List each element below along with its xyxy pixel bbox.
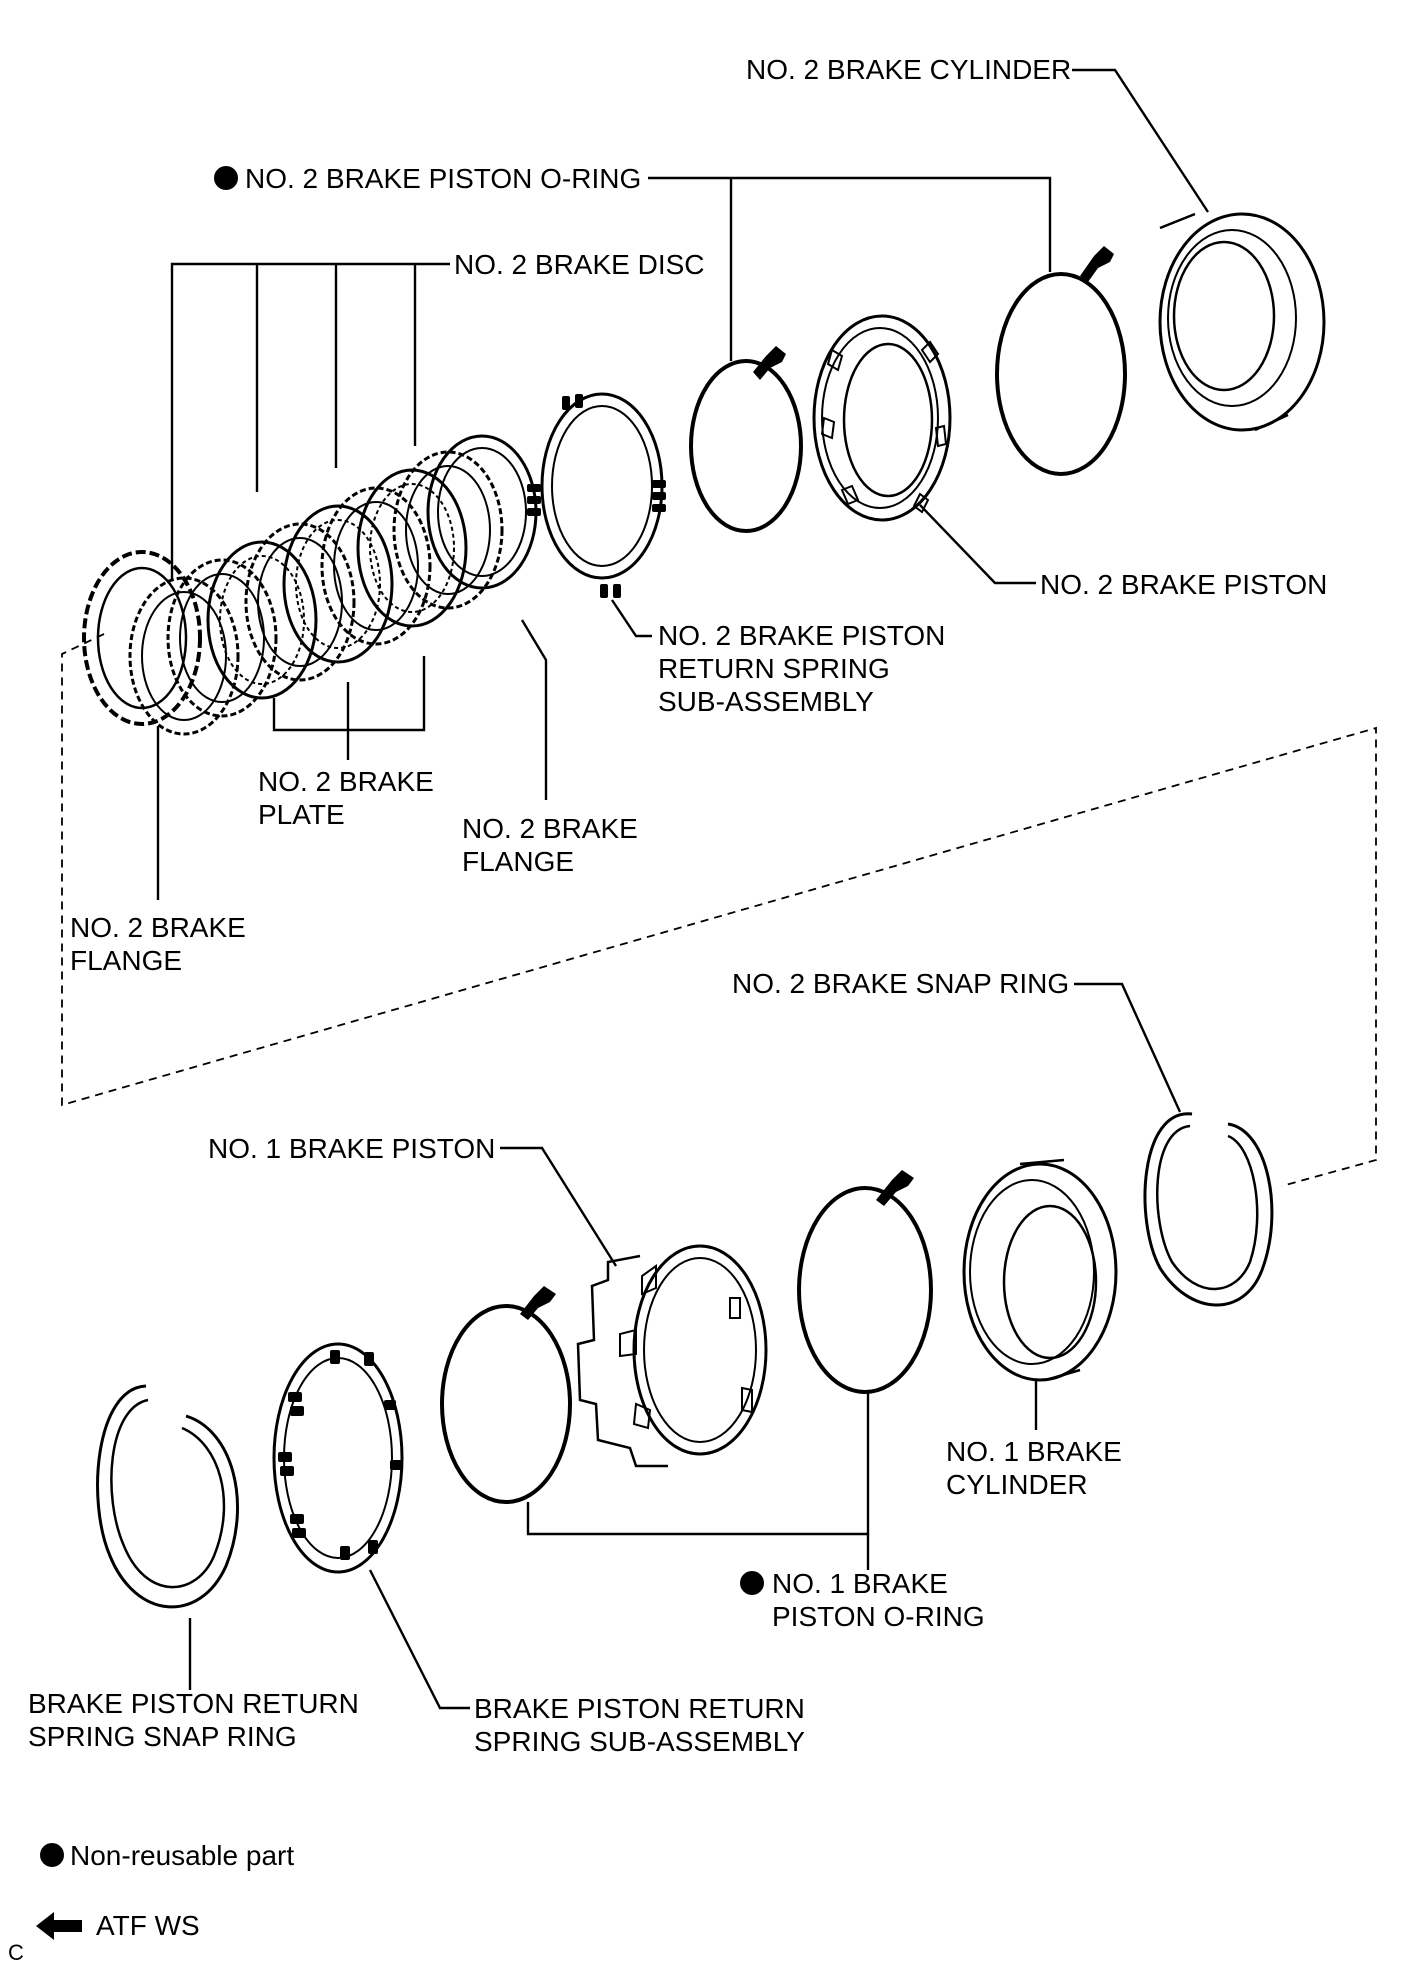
non-reusable-dot-icon	[214, 166, 238, 190]
no2-brake-disc-label-group: NO. 2 BRAKE DISC	[170, 249, 705, 580]
return-spring-snap-ring-label-line2: SPRING SNAP RING	[28, 1721, 297, 1752]
no2-brake-plate-label-group: NO. 2 BRAKE PLATE	[258, 656, 434, 830]
non-reusable-dot-icon	[40, 1843, 64, 1867]
no2-brake-disc	[128, 576, 240, 736]
legend: Non-reusable part ATF WS C	[8, 1840, 294, 1963]
no2-brake-cylinder-label-group: NO. 2 BRAKE CYLINDER	[746, 54, 1210, 213]
no1-brake-cylinder-label-line2: CYLINDER	[946, 1469, 1088, 1500]
no2-brake-plate-label-line1: NO. 2 BRAKE	[258, 766, 434, 797]
atf-arrow-icon	[520, 1286, 556, 1320]
no1-brake-piston-oring-large	[797, 1170, 933, 1394]
no1-brake-piston-label: NO. 1 BRAKE PISTON	[208, 1133, 495, 1164]
no2-brake-flange-left-label-group: NO. 2 BRAKE FLANGE	[70, 726, 246, 976]
no2-brake-piston-oring-small	[689, 346, 803, 533]
no2-brake-plate-label-line2: PLATE	[258, 799, 345, 830]
no1-brake-piston-oring-label-group: NO. 1 BRAKE PISTON O-RING	[526, 1390, 985, 1632]
return-spring-subassembly-label-line1: BRAKE PISTON RETURN	[474, 1693, 805, 1724]
no2-brake-plate	[206, 540, 318, 700]
no2-brake-flange-mid-label-line2: FLANGE	[462, 846, 574, 877]
no1-brake-piston-oring-label-line1: NO. 1 BRAKE	[772, 1568, 948, 1599]
no1-brake-cylinder-label-group: NO. 1 BRAKE CYLINDER	[946, 1380, 1122, 1500]
no2-return-spring-subassembly	[527, 392, 666, 598]
no2-brake-piston-label: NO. 2 BRAKE PISTON	[1040, 569, 1327, 600]
no2-return-spring-label-line1: NO. 2 BRAKE PISTON	[658, 620, 945, 651]
return-spring-subassembly	[272, 1342, 404, 1574]
no2-clutch-pack	[82, 434, 538, 736]
no2-brake-flange-left	[82, 550, 202, 726]
no1-brake-piston-oring-label-line2: PISTON O-RING	[772, 1601, 985, 1632]
no2-brake-snap-ring-label: NO. 2 BRAKE SNAP RING	[732, 968, 1069, 999]
atf-arrow-icon	[876, 1170, 914, 1206]
atf-arrow-icon	[36, 1912, 82, 1940]
no2-brake-cylinder	[1158, 212, 1326, 432]
no2-return-spring-label-line2: RETURN SPRING	[658, 653, 890, 684]
no2-brake-flange-right	[426, 434, 538, 590]
no2-return-spring-label-group: NO. 2 BRAKE PISTON RETURN SPRING SUB-ASS…	[611, 599, 945, 717]
no1-brake-cylinder	[962, 1158, 1118, 1382]
legend-non-reusable-label: Non-reusable part	[70, 1840, 294, 1871]
no2-brake-plate	[356, 468, 468, 628]
no1-brake-piston-oring-small	[440, 1286, 572, 1504]
no2-brake-flange-mid-label-line1: NO. 2 BRAKE	[462, 813, 638, 844]
no2-brake-cylinder-label: NO. 2 BRAKE CYLINDER	[746, 54, 1071, 85]
no2-brake-disc-label: NO. 2 BRAKE DISC	[454, 249, 705, 280]
no2-brake-flange-left-label-line1: NO. 2 BRAKE	[70, 912, 246, 943]
return-spring-snap-ring	[96, 1384, 239, 1609]
non-reusable-dot-icon	[740, 1571, 764, 1595]
no2-brake-piston-oring-large	[995, 246, 1127, 476]
no2-brake-flange-left-label-line2: FLANGE	[70, 945, 182, 976]
return-spring-subassembly-label-line2: SPRING SUB-ASSEMBLY	[474, 1726, 805, 1757]
no2-brake-disc	[244, 522, 356, 682]
no2-brake-snap-ring-label-group: NO. 2 BRAKE SNAP RING	[732, 968, 1182, 1113]
no1-brake-piston-label-group: NO. 1 BRAKE PISTON	[208, 1133, 618, 1267]
atf-arrow-icon	[753, 346, 786, 380]
no2-brake-piston-oring-label-group: NO. 2 BRAKE PISTON O-RING	[214, 163, 1052, 361]
atf-arrow-icon	[1080, 246, 1114, 282]
corner-code: C	[8, 1940, 24, 1963]
no2-brake-piston-label-group: NO. 2 BRAKE PISTON	[919, 504, 1327, 600]
return-spring-snap-ring-label-group: BRAKE PISTON RETURN SPRING SNAP RING	[28, 1618, 359, 1752]
no2-brake-piston	[812, 314, 952, 522]
no1-brake-piston	[576, 1244, 768, 1468]
return-spring-subassembly-label-group: BRAKE PISTON RETURN SPRING SUB-ASSEMBLY	[368, 1569, 805, 1757]
return-spring-snap-ring-label-line1: BRAKE PISTON RETURN	[28, 1688, 359, 1719]
legend-atf-label: ATF WS	[96, 1910, 200, 1941]
no1-brake-cylinder-label-line1: NO. 1 BRAKE	[946, 1436, 1122, 1467]
assembly-path-dashed	[61, 633, 1377, 1187]
no2-brake-plate	[282, 504, 394, 664]
no2-brake-flange-mid-label-group: NO. 2 BRAKE FLANGE	[462, 619, 638, 877]
no2-brake-disc	[320, 486, 432, 646]
no2-brake-snap-ring	[1143, 1112, 1274, 1307]
no2-return-spring-label-line3: SUB-ASSEMBLY	[658, 686, 874, 717]
no2-brake-disc	[166, 558, 278, 718]
no2-brake-piston-oring-label: NO. 2 BRAKE PISTON O-RING	[245, 163, 641, 194]
